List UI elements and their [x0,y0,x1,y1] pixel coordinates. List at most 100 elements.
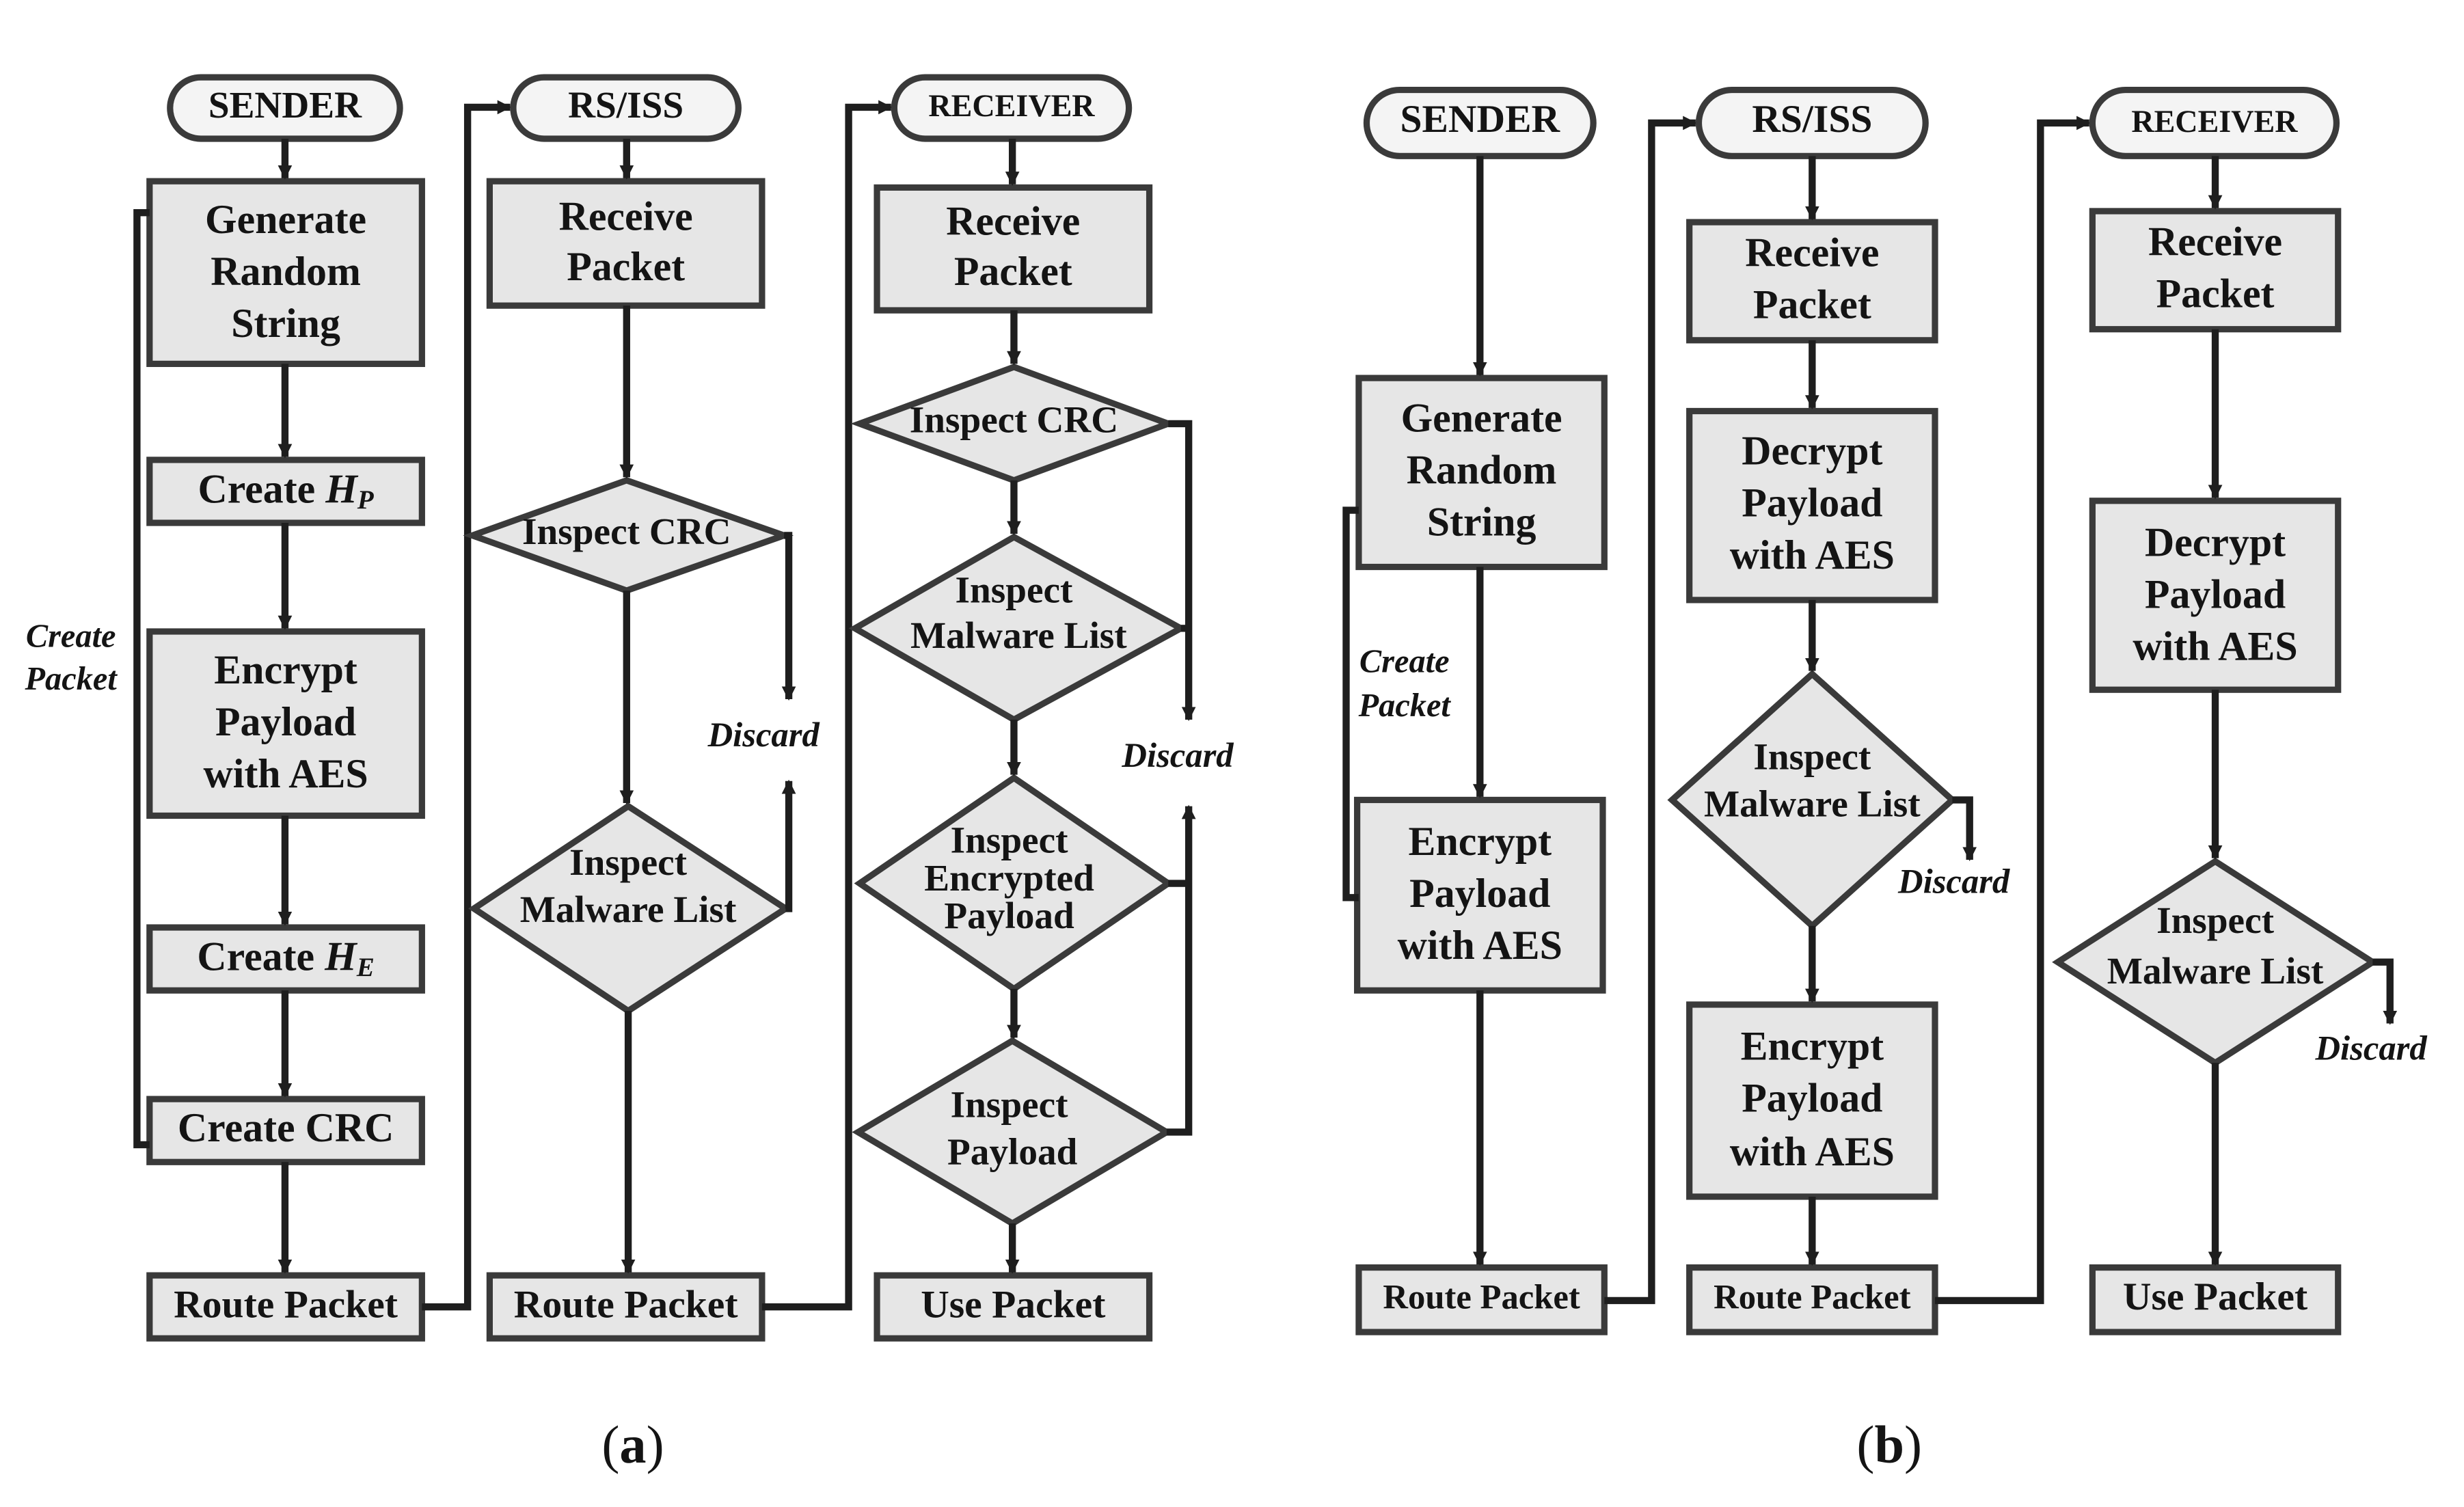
b-caption: (b) [1856,1415,1922,1474]
a-receiver-inspect-payload-label-2: Payload [947,1131,1078,1173]
a-receiver-inspect-payload-label-1: Inspect [951,1084,1069,1126]
b-rs-decrypt-label-2: Payload [1742,480,1882,526]
a-create-packet-label-1: Create [26,619,116,655]
b-receiver-use-packet-box [2089,1264,2342,1335]
panel-b: SENDER Generate Random String Encrypt Pa… [1342,86,2427,1474]
a-rs-title: RS/ISS [568,84,683,126]
b-link-rs-to-receiver [1935,116,2091,1305]
a-encrypt-label-1: Encrypt [214,647,357,692]
a-rs-discard-label: Discard [707,716,820,754]
b-rs-route-label: Route Packet [1714,1278,1911,1316]
b-generate-label-1: Generate [1401,395,1562,440]
a-generate-label-2: Random [211,249,361,294]
a-he-sub: E [356,953,375,982]
b-rs-decrypt-payload-box [1686,407,1938,603]
b-rs-encrypt-payload-box [1686,1001,1938,1200]
a-rs-inspect-malware-label-2: Malware List [520,888,737,930]
a-receiver-inspect-enc-label-2: Encrypted [924,857,1094,899]
b-create-packet-label-1: Create [1359,643,1450,679]
a-generate-random-string-box [146,178,425,367]
b-generate-label-2: Random [1407,447,1557,492]
b-encrypt-label-3: with AES [1398,923,1562,968]
a-create-crc-label: Create CRC [178,1105,394,1150]
b-rs-encrypt-label-1: Encrypt [1741,1023,1884,1068]
a-create-hp-text: Create [198,466,315,511]
a-receiver-use-packet-box [874,1272,1153,1342]
a-sender-route-label: Route Packet [174,1284,398,1327]
b-caption-letter: b [1874,1415,1904,1474]
b-rs-title: RS/ISS [1752,98,1872,141]
b-sender-title: SENDER [1400,98,1561,141]
b-create-packet-label-2: Packet [1358,688,1452,724]
b-rs-decrypt-label-3: with AES [1730,532,1895,578]
b-rs-decrypt-label-1: Decrypt [1742,429,1882,474]
b-encrypt-label-1: Encrypt [1409,819,1552,864]
b-generate-random-string-box [1355,375,1608,571]
a-generate-label-1: Generate [205,197,366,242]
a-receiver-inspect-malware-label-2: Malware List [910,614,1127,656]
a-rs-malware-discard-arrow [781,779,796,912]
b-receiver-title: RECEIVER [2131,104,2298,139]
b-sender-route-packet-box [1355,1264,1608,1335]
b-create-packet-bracket [1342,506,1359,901]
a-rs-crc-discard-arrow [781,532,796,701]
b-rs-receive-packet-box [1686,219,1938,344]
b-rs-receive-label-2: Packet [1753,282,1871,327]
b-receiver-decrypt-payload-box [2089,498,2342,693]
a-sender-title: SENDER [208,84,362,126]
a-receiver-inspect-enc-label-3: Payload [944,895,1074,936]
a-receiver-inspect-crc-label: Inspect CRC [910,399,1119,441]
b-rs-receive-label-1: Receive [1745,230,1879,275]
b-receiver-decrypt-label-2: Payload [2145,571,2286,616]
a-rs-route-label: Route Packet [514,1284,738,1327]
b-rs-discard-arrow [1952,796,1977,862]
a-rc-crc-discard-arrow [1168,420,1196,722]
a-caption-letter: a [619,1415,646,1474]
b-rs-discard-label: Discard [1897,862,2010,900]
b-encrypt-label-2: Payload [1409,871,1550,916]
a-sender-route-packet-box [146,1272,425,1342]
a-create-he-label: Create HE [197,934,374,982]
a-create-he-text: Create [197,934,314,979]
b-receiver-inspect-malware-label-1: Inspect [2156,899,2275,941]
b-generate-label-3: String [1427,499,1536,544]
a-receiver-inspect-enc-label-1: Inspect [951,819,1069,861]
a-rc-lower-discard-arrow [1166,804,1196,1136]
a-rs-receive-label-2: Packet [567,244,685,289]
b-receiver-inspect-malware-label-2: Malware List [2107,950,2324,992]
a-rs-receive-packet-box [486,178,766,309]
a-create-hp-label: Create HP [198,466,374,515]
b-receiver-discard-label: Discard [2314,1029,2427,1068]
panel-a: SENDER Generate Random String Create HP … [25,74,1234,1474]
a-rs-receive-label-1: Receive [559,194,693,239]
a-rs-inspect-malware-label-1: Inspect [569,841,688,883]
a-receiver-receive-label-2: Packet [954,249,1072,294]
a-encrypt-label-3: with AES [203,751,368,796]
a-rs-inspect-crc-label: Inspect CRC [522,511,731,552]
a-receiver-title: RECEIVER [928,88,1095,123]
a-receiver-discard-label: Discard [1121,736,1234,774]
a-encrypt-label-2: Payload [215,699,356,744]
b-rs-inspect-malware-label-1: Inspect [1753,736,1871,778]
a-receiver-receive-label-1: Receive [946,198,1080,243]
a-generate-label-3: String [231,301,340,346]
b-receiver-receive-label-2: Packet [2156,271,2275,316]
b-receiver-use-label: Use Packet [2123,1275,2307,1318]
a-link-rs-to-receiver [761,100,893,1311]
a-link-sender-to-rs [422,100,512,1311]
a-hp-sub: P [357,485,375,515]
a-create-hp-box [146,457,425,526]
b-rs-inspect-malware-label-2: Malware List [1704,783,1921,825]
b-rs-encrypt-label-3: with AES [1730,1129,1895,1174]
a-create-packet-bracket [133,209,150,1149]
a-receiver-inspect-malware-label-1: Inspect [955,569,1073,610]
a-he-var: H [324,934,358,979]
b-receiver-decrypt-label-3: with AES [2133,623,2297,668]
a-hp-var: H [325,466,359,511]
b-rs-encrypt-label-2: Payload [1742,1075,1882,1120]
a-caption: (a) [601,1415,664,1474]
a-receiver-use-label: Use Packet [921,1284,1105,1327]
b-rc-discard-arrow [2372,958,2398,1025]
b-link-sender-to-rs [1604,116,1697,1305]
